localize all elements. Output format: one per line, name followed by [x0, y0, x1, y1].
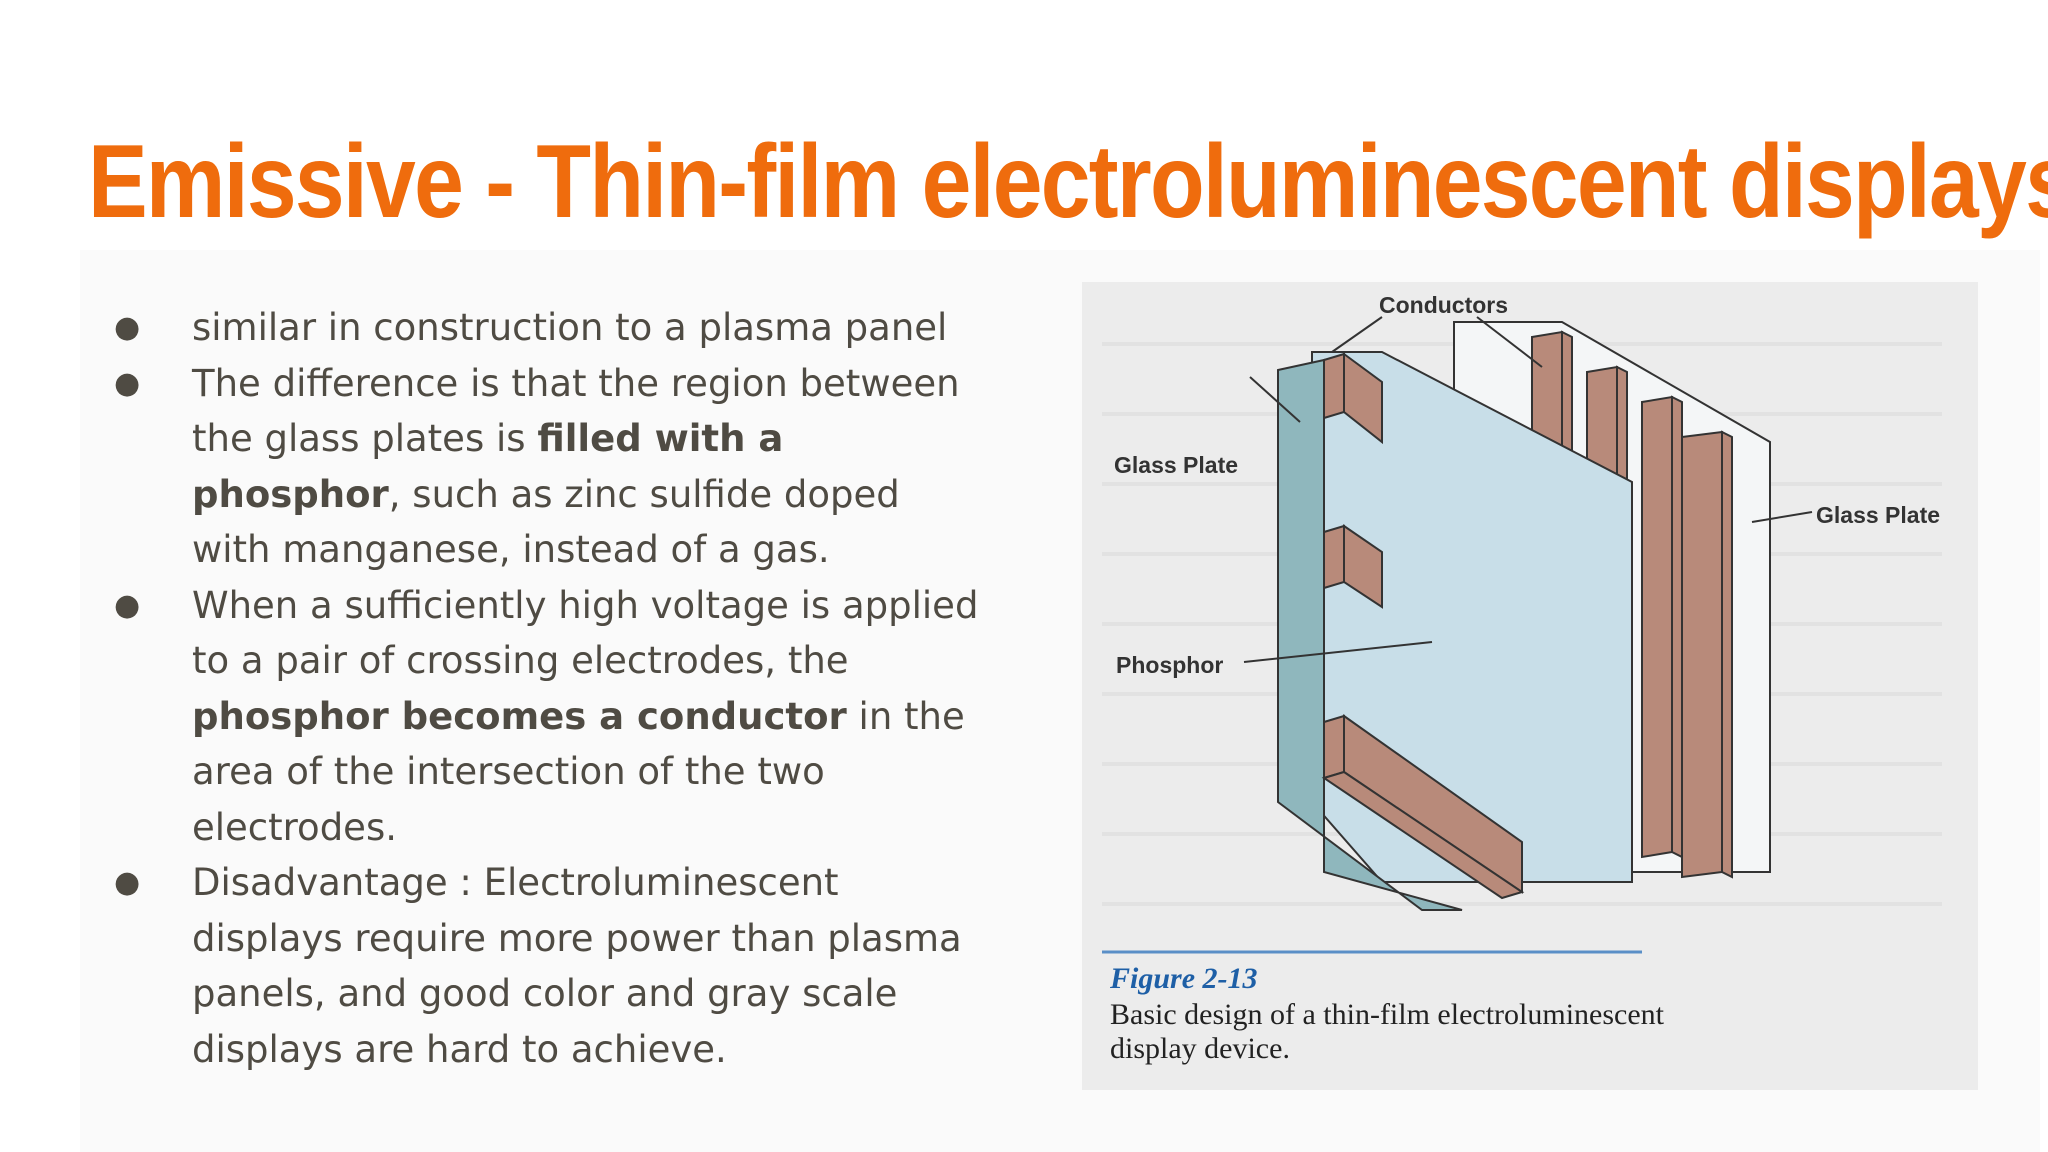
bullet-item: ● Disadvantage : Electroluminescent displ… — [112, 855, 982, 1077]
bullet-item: ● The difference is that the region betwe… — [112, 356, 982, 578]
leader-lines — [1243, 316, 1813, 663]
bullet-dot-icon: ● — [114, 365, 141, 401]
bullet-text: , such as zinc sulfide doped with mangan… — [192, 472, 900, 572]
row-conductors — [1321, 352, 1525, 900]
label-phosphor: Phosphor — [1116, 652, 1224, 678]
figure-image: Conductors Glass Plate Glass Plate Phosp… — [1082, 282, 1978, 1090]
bullet-item: ● When a sufficiently high voltage is app… — [112, 578, 982, 856]
tfel-diagram — [1102, 316, 1942, 954]
bullet-text: When a sufficiently high voltage is appl… — [192, 583, 979, 683]
figure-caption-text: Basic design of a thin-film electrolumin… — [1110, 998, 1665, 1065]
label-conductors: Conductors — [1379, 292, 1509, 318]
bullet-text: The difference is that the region betwee… — [192, 361, 960, 461]
bullet-text: similar in construction to a plasma pane… — [192, 306, 948, 349]
bullet-text: in the area of the intersection of the t… — [192, 694, 965, 849]
bullet-list: ● similar in construction to a plasma pan… — [112, 300, 982, 1077]
label-glass-plate-right: Glass Plate — [1816, 502, 1941, 528]
label-glass-plate-left: Glass Plate — [1114, 452, 1239, 478]
bullet-dot-icon: ● — [114, 310, 141, 345]
bullet-text: Disadvantage : Electroluminescent displa… — [192, 861, 962, 1071]
bullet-dot-icon: ● — [114, 587, 141, 623]
bullet-emphasis: phosphor becomes a conductor — [192, 694, 847, 738]
figure-caption-number: Figure 2-13 — [1110, 962, 1258, 995]
bullet-item: ● similar in construction to a plasma pan… — [112, 300, 982, 356]
bullet-dot-icon: ● — [114, 865, 141, 900]
slide-title: Emissive - Thin-film electroluminescent … — [88, 124, 2048, 240]
bullet-emphasis: filled with a phosphor — [192, 417, 784, 516]
